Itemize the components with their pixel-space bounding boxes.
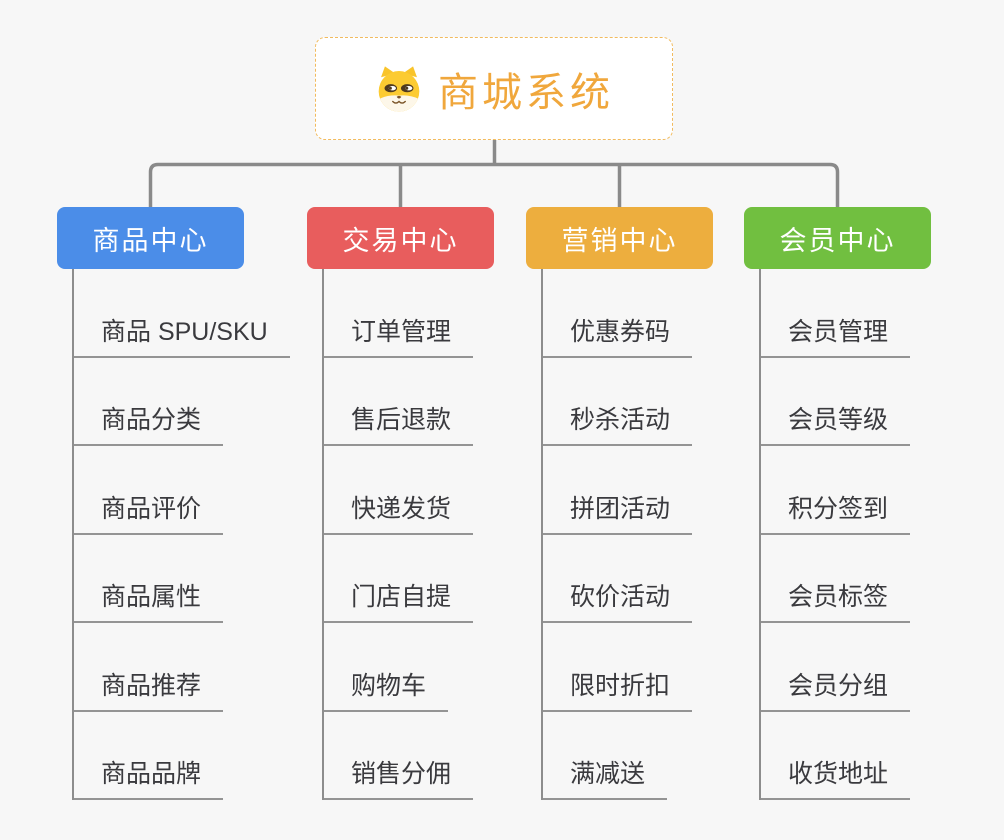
leaf-node: 限时折扣 <box>526 623 713 712</box>
leaf-label[interactable]: 商品品牌 <box>73 754 224 800</box>
leaf-node: 拼团活动 <box>526 446 713 535</box>
leaf-label[interactable]: 会员分组 <box>760 666 911 712</box>
branch-column: 会员中心 会员管理 会员等级 积分签到 会员标签 会员分组 收货地址 <box>744 0 931 840</box>
leaf-label[interactable]: 售后退款 <box>323 400 474 446</box>
branch-node[interactable]: 会员中心 <box>744 207 931 269</box>
leaf-node: 会员分组 <box>744 623 931 712</box>
leaf-label[interactable]: 订单管理 <box>323 312 474 358</box>
leaf-label[interactable]: 拼团活动 <box>542 489 693 535</box>
leaf-node: 快递发货 <box>307 446 494 535</box>
branch-column: 商品中心 商品 SPU/SKU 商品分类 商品评价 商品属性 商品推荐 商品品牌 <box>57 0 290 840</box>
leaf-label[interactable]: 快递发货 <box>323 489 474 535</box>
leaf-node: 积分签到 <box>744 446 931 535</box>
leaf-node: 商品 SPU/SKU <box>57 269 290 358</box>
leaf-label[interactable]: 商品分类 <box>73 400 224 446</box>
branch-leaves: 优惠券码 秒杀活动 拼团活动 砍价活动 限时折扣 满减送 <box>526 269 713 800</box>
leaf-label[interactable]: 商品 SPU/SKU <box>73 312 290 358</box>
branch-label: 商品中心 <box>92 225 209 256</box>
branch-label: 会员中心 <box>779 225 896 256</box>
leaf-node: 收货地址 <box>744 712 931 800</box>
leaf-node: 购物车 <box>307 623 494 712</box>
leaf-node: 商品品牌 <box>57 712 244 800</box>
dog-face-icon <box>378 65 420 112</box>
leaf-label[interactable]: 购物车 <box>323 666 449 712</box>
leaf-label[interactable]: 秒杀活动 <box>542 400 693 446</box>
leaf-label[interactable]: 商品推荐 <box>73 666 224 712</box>
branch-label: 交易中心 <box>342 225 459 256</box>
leaf-label[interactable]: 会员管理 <box>760 312 911 358</box>
branch-node[interactable]: 商品中心 <box>57 207 244 269</box>
leaf-label[interactable]: 满减送 <box>542 754 668 800</box>
branch-spine-line <box>759 269 761 800</box>
leaf-label[interactable]: 优惠券码 <box>542 312 693 358</box>
branch-spine-line <box>322 269 324 800</box>
branch-column: 交易中心 订单管理 售后退款 快递发货 门店自提 购物车 销售分佣 <box>307 0 494 840</box>
leaf-label[interactable]: 收货地址 <box>760 754 911 800</box>
root-node[interactable]: 商城系统 <box>315 37 673 140</box>
leaf-node: 秒杀活动 <box>526 358 713 446</box>
root-title: 商城系统 <box>438 70 614 115</box>
leaf-label[interactable]: 销售分佣 <box>323 754 474 800</box>
branch-spine-line <box>541 269 543 800</box>
branch-spine-line <box>72 269 74 800</box>
leaf-label[interactable]: 积分签到 <box>760 489 911 535</box>
leaf-node: 商品推荐 <box>57 623 244 712</box>
leaf-node: 商品评价 <box>57 446 244 535</box>
leaf-node: 会员等级 <box>744 358 931 446</box>
leaf-node: 订单管理 <box>307 269 494 358</box>
leaf-node: 会员管理 <box>744 269 931 358</box>
leaf-node: 砍价活动 <box>526 535 713 623</box>
leaf-node: 商品属性 <box>57 535 244 623</box>
leaf-node: 商品分类 <box>57 358 244 446</box>
leaf-node: 门店自提 <box>307 535 494 623</box>
leaf-node: 销售分佣 <box>307 712 494 800</box>
leaf-label[interactable]: 商品属性 <box>73 577 224 623</box>
leaf-node: 优惠券码 <box>526 269 713 358</box>
leaf-label[interactable]: 会员等级 <box>760 400 911 446</box>
branch-leaves: 会员管理 会员等级 积分签到 会员标签 会员分组 收货地址 <box>744 269 931 800</box>
leaf-label[interactable]: 会员标签 <box>760 577 911 623</box>
branch-leaves: 商品 SPU/SKU 商品分类 商品评价 商品属性 商品推荐 商品品牌 <box>57 269 290 800</box>
leaf-label[interactable]: 砍价活动 <box>542 577 693 623</box>
branch-label: 营销中心 <box>561 225 678 256</box>
leaf-node: 满减送 <box>526 712 713 800</box>
leaf-node: 会员标签 <box>744 535 931 623</box>
leaf-node: 售后退款 <box>307 358 494 446</box>
branch-column: 营销中心 优惠券码 秒杀活动 拼团活动 砍价活动 限时折扣 满减送 <box>526 0 713 840</box>
leaf-label[interactable]: 限时折扣 <box>542 666 693 712</box>
leaf-label[interactable]: 门店自提 <box>323 577 474 623</box>
branch-node[interactable]: 营销中心 <box>526 207 713 269</box>
branch-node[interactable]: 交易中心 <box>307 207 494 269</box>
branch-leaves: 订单管理 售后退款 快递发货 门店自提 购物车 销售分佣 <box>307 269 494 800</box>
leaf-label[interactable]: 商品评价 <box>73 489 224 535</box>
